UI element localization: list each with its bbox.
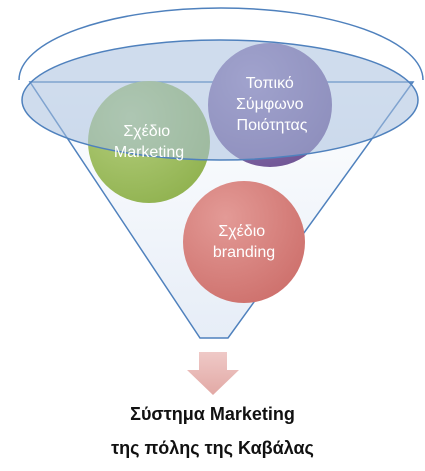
node-marketing-plan-label: Σχέδιο Marketing (114, 123, 184, 161)
node-branding-plan-label: Σχέδιο branding (213, 223, 275, 261)
output-title-line2: της πόλης της Καβάλας (111, 438, 314, 458)
node-branding-plan-circle (183, 181, 305, 303)
output-title-line1: Σύστημα Marketing (130, 404, 295, 424)
funnel-rim (21, 39, 419, 161)
node-quality-pact-label: Τοπικό Σύμφωνο Ποιότητας (236, 75, 308, 134)
down-arrow-icon (187, 352, 239, 395)
funnel-back-rim (18, 7, 424, 81)
